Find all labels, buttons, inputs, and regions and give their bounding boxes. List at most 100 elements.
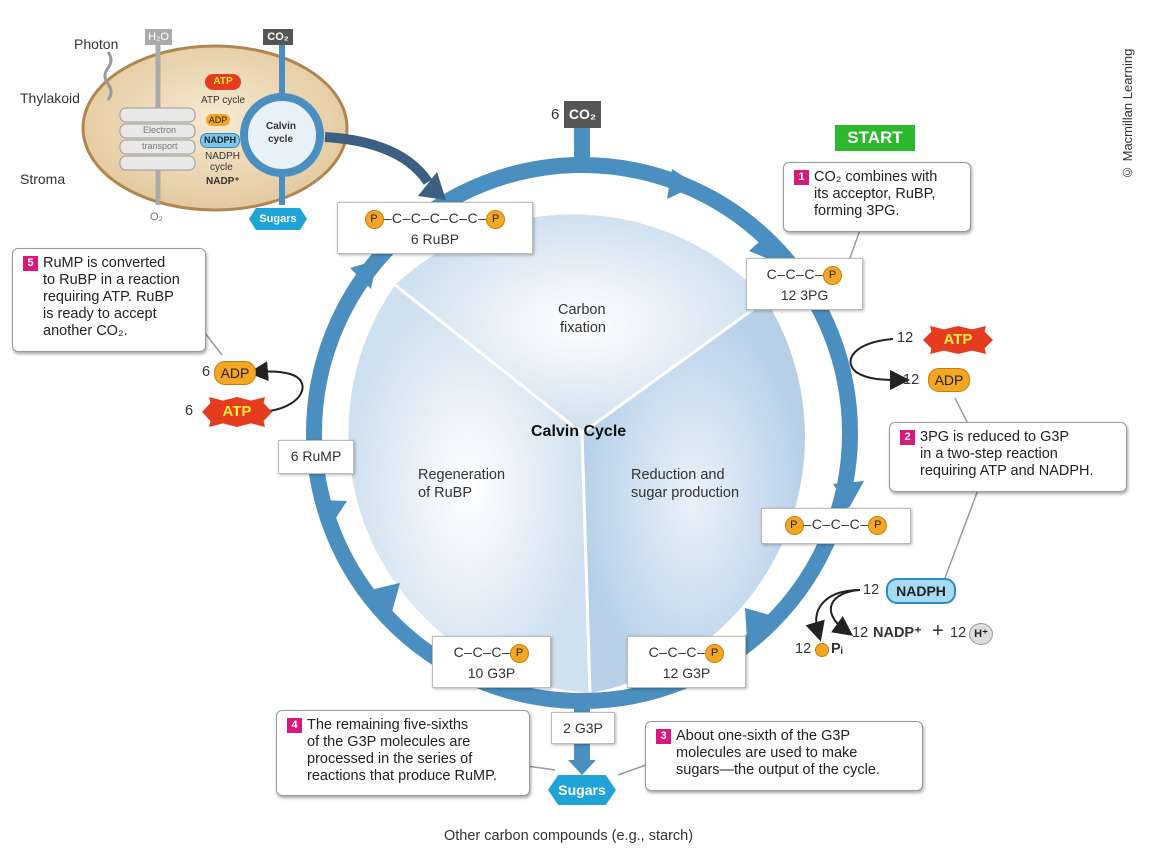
inset-calvin-2: cycle [268,134,294,145]
g3p12-chain: C–C–C– [648,644,706,661]
step4-number: 4 [287,718,302,733]
3pg-chain: C–C–C– [766,266,824,283]
g3p12-name: 12 G3P [662,665,711,681]
pi12-count: 12 [795,641,812,657]
ring-arrowhead [833,481,864,508]
electron-label-2: transport [142,141,178,151]
step5-number: 5 [23,256,38,271]
cycle-disc [348,214,805,694]
reduction-label-2: sugar production [631,485,740,501]
nadp12-label: NADP⁺ [873,625,922,641]
inset-adp: ADP [206,114,230,126]
inset-sugars-badge: Sugars [249,208,307,230]
other-carbon-compounds: Other carbon compounds (e.g., starch) [444,828,694,844]
step3-line1: About one-sixth of the G3P [676,728,851,744]
sector-regeneration [348,285,590,693]
co2-count: 6 [551,106,560,123]
g3p10-box: C–C–C–P 10 G3P [432,636,551,688]
adp12-count: 12 [903,372,920,388]
step5-line3: requiring ATP. RuBP [43,289,174,305]
nadph-cycle-label-1: NADPH [205,151,241,162]
nadp12-count: 12 [852,625,869,641]
nadph12-pill: NADPH [886,578,956,604]
step4-line4: reactions that produce RuMP. [307,768,497,784]
nadph-cycle-label-2: cycle [210,162,233,173]
phosphate-icon: P [486,210,506,229]
nadph12-count: 12 [863,582,880,598]
adp6-count: 6 [202,364,211,380]
h-ion: H⁺ [969,623,993,645]
inset-atp-burst: ATP [205,74,241,90]
atp-to-adp-arrow [849,338,910,390]
step3-line3: sugars—the output of the cycle. [676,762,880,778]
g3p2-name: 2 G3P [563,720,603,736]
atp12-burst: ATP [923,326,993,354]
atp12-count: 12 [897,330,914,346]
inset-link-arrow [324,132,433,185]
atp6-burst: ATP [202,397,272,427]
ring-arrowhead [745,608,773,640]
step5-line2: to RuBP in a reaction [43,272,180,288]
phosphate-icon: P [823,266,843,285]
rump-name: 6 RuMP [290,448,342,464]
step4-line3: processed in the series of [307,751,473,767]
step5-line1: RuMP is converted [43,255,166,271]
inset-nadp: NADP⁺ [206,176,240,187]
rubp-chain: –C–C–C–C–C– [383,210,487,227]
g3p10-chain: C–C–C– [453,644,511,661]
atp6-count: 6 [185,403,194,419]
3pg-name: 12 3PG [780,287,829,303]
ring-arrowhead [667,169,697,199]
step1-number: 1 [794,170,809,185]
ring-arrowhead [350,260,377,289]
phosphate-icon: P [364,210,384,229]
step1-line2: its acceptor, RuBP, [814,186,936,202]
step1-line3: forming 3PG. [814,203,900,219]
step5-line5: another CO₂. [43,323,128,339]
chloroplast-inset [81,44,446,212]
step5-line4: is ready to accept [43,306,157,322]
step2-line2: in a two-step reaction [920,446,1058,462]
stroma-label: Stroma [20,171,66,187]
carbon-fixation-label-2: fixation [560,320,606,336]
step4-line2: of the G3P molecules are [307,734,471,750]
h2o-badge: H₂O [145,29,172,45]
g3p12-box: C–C–C–P 12 G3P [627,636,746,688]
thylakoid-label: Thylakoid [20,90,80,106]
step2-line3: requiring ATP and NADPH. [920,463,1094,479]
ring-arrowhead [749,232,776,262]
h12-count: 12 [950,625,967,641]
electron-label-1: Electron [143,125,177,135]
adp6-pill: ADP [214,361,256,385]
ring-arrowhead [370,583,400,612]
inset-calvin-1: Calvin [266,121,297,132]
step1-line1: CO₂ combines with [814,169,938,185]
co2-input-badge: CO₂ [564,101,601,128]
phosphate-icon: P [868,516,888,535]
phosphate-icon: P [784,516,804,535]
o2-label: O₂ [150,211,163,223]
phosphate-icon: P [705,644,725,663]
g3p10-name: 10 G3P [467,665,516,681]
atp-cycle-label: ATP cycle [201,95,246,106]
photon-label: Photon [74,36,119,52]
sector-reduction [582,300,805,693]
start-badge: START [835,125,915,151]
pi-label: Pᵢ [831,641,843,657]
ring-arrowhead [318,500,347,527]
rubp-box: P–C–C–C–C–C–P 6 RuBP [337,202,533,254]
phosphate-icon: P [510,644,530,663]
step3-number: 3 [656,729,671,744]
reduction-label-1: Reduction and [631,467,725,483]
inset-co2-badge: CO₂ [263,29,293,45]
pi-dot [815,643,829,657]
copyright-text: © Macmillan Learning [1120,48,1135,180]
adp12-pill: ADP [928,368,970,392]
sector-fixation [395,214,766,433]
step2-line1: 3PG is reduced to G3P [920,429,1070,445]
nadph-arrow-2 [829,589,861,636]
